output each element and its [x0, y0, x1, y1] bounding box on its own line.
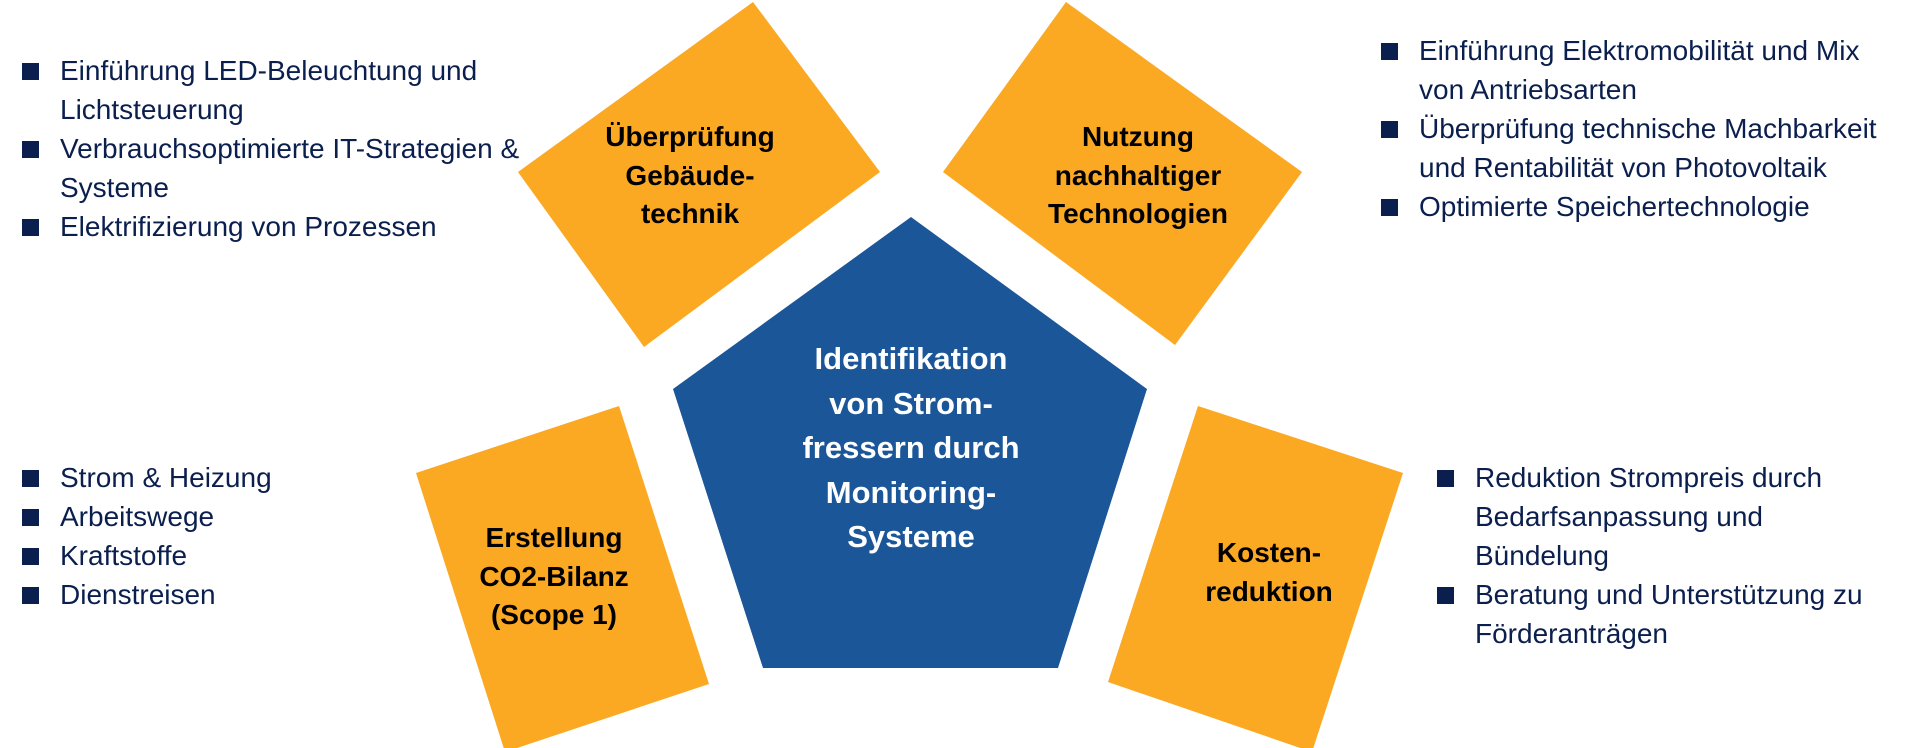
list-building: Einführung LED-Beleuchtung und Lichtsteu…: [22, 51, 552, 246]
list-item-text: Strom & Heizung: [60, 462, 272, 493]
square-bullet-icon: [1381, 199, 1398, 216]
list-item: Überprüfung technische Machbarkeit und R…: [1381, 109, 1901, 187]
petal-building-shape: [518, 2, 880, 347]
list-item-text: Elektrifizierung von Prozessen: [60, 211, 437, 242]
label-line: Identifikation: [814, 341, 1008, 376]
list-item-text: Kraftstoffe: [60, 540, 188, 571]
list-cost: Reduktion Strompreis durch Bedarfsanpass…: [1437, 458, 1897, 653]
list-co2: Strom & Heizung Arbeitswege Kraftstoffe …: [22, 458, 322, 614]
petal-technology-label: Nutzung nachhaltiger Technologien: [1048, 118, 1228, 234]
square-bullet-icon: [1381, 43, 1398, 60]
list-item: Elektrifizierung von Prozessen: [22, 207, 552, 246]
petal-technology-shape: [943, 2, 1302, 345]
label-line: technik: [640, 198, 740, 229]
list-item-text: Verbrauchsoptimierte IT-Strategien & Sys…: [60, 133, 520, 203]
list-item: Dienstreisen: [22, 575, 322, 614]
label-line: (Scope 1): [490, 599, 618, 630]
list-item-text: Arbeitswege: [60, 501, 215, 532]
label-line: Erstellung: [485, 522, 623, 553]
list-item-text: Einführung LED-Beleuchtung und Lichtsteu…: [60, 55, 478, 125]
list-item-text: Beratung und Unterstützung zu Förderantr…: [1475, 579, 1863, 649]
petal-co2-label: Erstellung CO2-Bilanz (Scope 1): [479, 519, 628, 635]
list-item: Reduktion Strompreis durch Bedarfsanpass…: [1437, 458, 1897, 575]
label-line: von Strom-: [829, 385, 993, 421]
petal-cost-label: Kosten- reduktion: [1205, 534, 1333, 611]
petal-cost-shape: [1108, 406, 1403, 748]
list-item: Einführung LED-Beleuchtung und Lichtsteu…: [22, 51, 552, 129]
list-item-text: Reduktion Strompreis durch Bedarfsanpass…: [1475, 462, 1823, 571]
list-item: Arbeitswege: [22, 497, 322, 536]
square-bullet-icon: [1437, 587, 1454, 604]
square-bullet-icon: [1381, 121, 1398, 138]
list-technology: Einführung Elektromobilität und Mix von …: [1381, 31, 1901, 226]
label-line: nachhaltiger: [1054, 159, 1222, 191]
square-bullet-icon: [22, 548, 39, 565]
center-pentagon: [673, 217, 1147, 668]
square-bullet-icon: [22, 509, 39, 526]
label-line: Technologien: [1048, 198, 1228, 229]
label-line: Kosten-: [1216, 537, 1322, 568]
petal-building-label: Überprüfung Gebäude- technik: [605, 118, 775, 234]
square-bullet-icon: [1437, 470, 1454, 487]
label-line: Nutzung: [1082, 121, 1194, 152]
list-item: Kraftstoffe: [22, 536, 322, 575]
label-line: Überprüfung: [605, 121, 775, 152]
list-item: Einführung Elektromobilität und Mix von …: [1381, 31, 1901, 109]
list-item-text: Optimierte Speichertechnologie: [1419, 191, 1810, 222]
square-bullet-icon: [22, 219, 39, 236]
label-line: CO2-Bilanz: [479, 560, 629, 592]
petal-co2-shape: [416, 406, 709, 748]
list-item-text: Überprüfung technische Machbarkeit und R…: [1419, 113, 1877, 183]
list-item: Beratung und Unterstützung zu Förderantr…: [1437, 575, 1897, 653]
label-line: Monitoring-: [825, 474, 997, 510]
list-item: Verbrauchsoptimierte IT-Strategien & Sys…: [22, 129, 552, 207]
center-label: Identifikation von Strom- fressern durch…: [802, 337, 1019, 560]
square-bullet-icon: [22, 141, 39, 158]
square-bullet-icon: [22, 587, 39, 604]
label-line: reduktion: [1205, 575, 1333, 607]
list-item: Strom & Heizung: [22, 458, 322, 497]
list-item-text: Dienstreisen: [60, 579, 216, 610]
square-bullet-icon: [22, 470, 39, 487]
list-item: Optimierte Speichertechnologie: [1381, 187, 1901, 226]
label-line: fressern durch: [802, 430, 1020, 465]
label-line: Gebäude-: [625, 159, 755, 191]
square-bullet-icon: [22, 63, 39, 80]
list-item-text: Einführung Elektromobilität und Mix von …: [1419, 35, 1860, 105]
label-line: Systeme: [847, 519, 975, 554]
